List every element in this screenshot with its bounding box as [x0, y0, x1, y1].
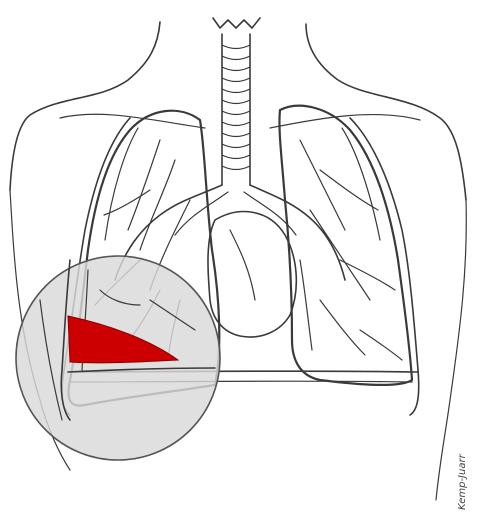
heart	[208, 212, 296, 337]
artist-signature: Kemp-Juarr	[457, 453, 468, 510]
left-lung	[279, 106, 412, 385]
svg-text:Kemp-Juarr: Kemp-Juarr	[457, 453, 468, 510]
